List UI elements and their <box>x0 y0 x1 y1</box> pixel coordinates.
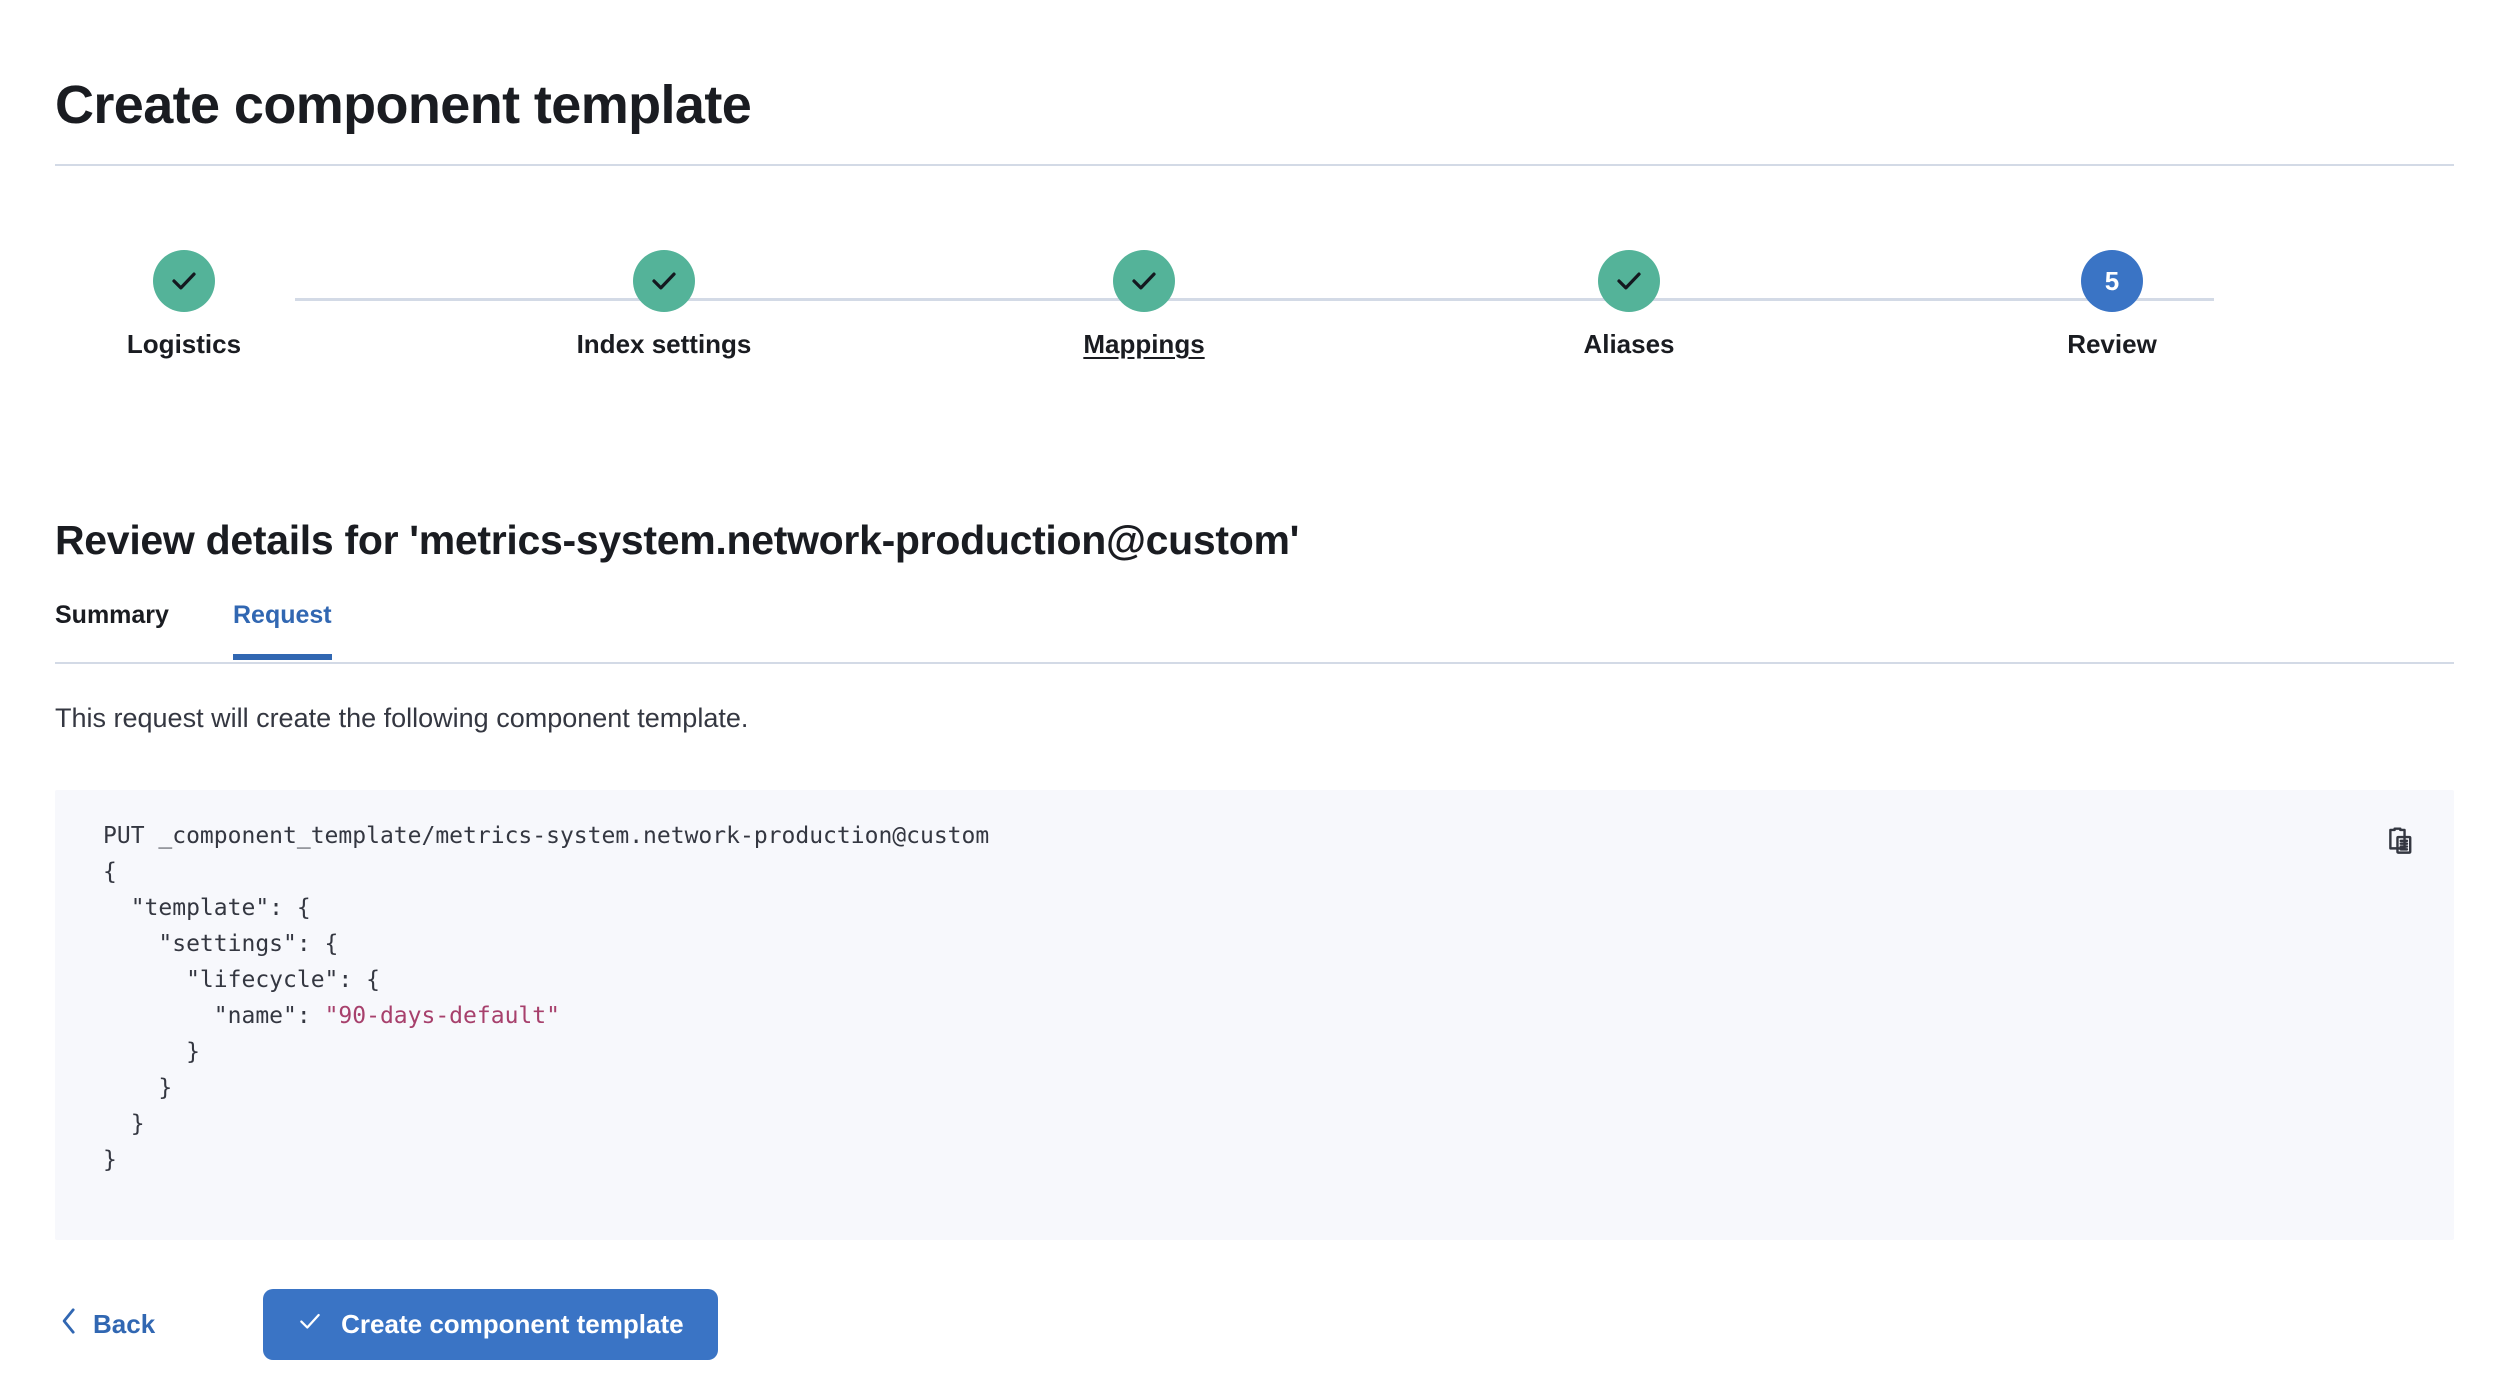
request-body-line: "lifecycle": { <box>103 967 380 993</box>
step-mappings[interactable]: Mappings <box>934 250 1354 359</box>
request-body-line: } <box>103 1147 117 1173</box>
review-heading: Review details for 'metrics-system.netwo… <box>55 517 1300 564</box>
step-label: Review <box>2067 329 2157 359</box>
step-logistics[interactable]: Logistics <box>0 250 394 359</box>
step-review[interactable]: 5 Review <box>1902 250 2322 359</box>
tabs-baseline <box>55 662 2454 664</box>
step-status-circle: 5 <box>2081 250 2143 312</box>
stepper-track <box>295 298 2214 301</box>
request-method-line: PUT _component_template/metrics-system.n… <box>103 823 990 849</box>
check-icon <box>1129 266 1159 296</box>
request-string-value: "90-days-default" <box>324 1003 560 1029</box>
back-button[interactable]: Back <box>55 1299 159 1350</box>
wizard-stepper: Logistics Index settings Mappings <box>55 250 2454 390</box>
request-code: PUT _component_template/metrics-system.n… <box>103 818 989 1178</box>
step-status-circle <box>1598 250 1660 312</box>
wizard-footer-actions: Back Create component template <box>55 1287 718 1362</box>
tab-summary[interactable]: Summary <box>55 601 169 629</box>
copy-clipboard-icon[interactable] <box>2374 815 2428 869</box>
review-tabs: Summary Request <box>55 600 2454 666</box>
request-body-line: "template": { <box>103 895 311 921</box>
request-body-line: "name": <box>103 1003 325 1029</box>
check-icon <box>297 1308 323 1341</box>
request-body-line: } <box>103 1075 173 1101</box>
check-icon <box>1614 266 1644 296</box>
back-button-label: Back <box>93 1309 156 1339</box>
request-body-line: "settings": { <box>103 931 339 957</box>
request-body-line: } <box>103 1111 145 1137</box>
step-label: Index settings <box>576 329 752 359</box>
step-label: Mappings <box>1083 329 1205 359</box>
create-component-template-button[interactable]: Create component template <box>263 1289 718 1360</box>
request-code-block: PUT _component_template/metrics-system.n… <box>55 790 2454 1240</box>
step-status-circle <box>633 250 695 312</box>
page-title: Create component template <box>55 75 752 136</box>
step-label: Logistics <box>126 329 242 359</box>
request-description: This request will create the following c… <box>55 703 749 733</box>
request-body-line: { <box>103 859 117 885</box>
header-divider <box>55 164 2454 166</box>
step-aliases[interactable]: Aliases <box>1419 250 1839 359</box>
request-body-line: } <box>103 1039 200 1065</box>
step-status-circle <box>153 250 215 312</box>
chevron-left-icon <box>59 1307 79 1342</box>
create-component-template-label: Create component template <box>341 1309 684 1339</box>
step-label: Aliases <box>1583 329 1675 359</box>
step-status-circle <box>1113 250 1175 312</box>
step-number: 5 <box>2104 266 2120 296</box>
check-icon <box>649 266 679 296</box>
tab-request[interactable]: Request <box>233 600 332 660</box>
check-icon <box>169 266 199 296</box>
step-index-settings[interactable]: Index settings <box>454 250 874 359</box>
